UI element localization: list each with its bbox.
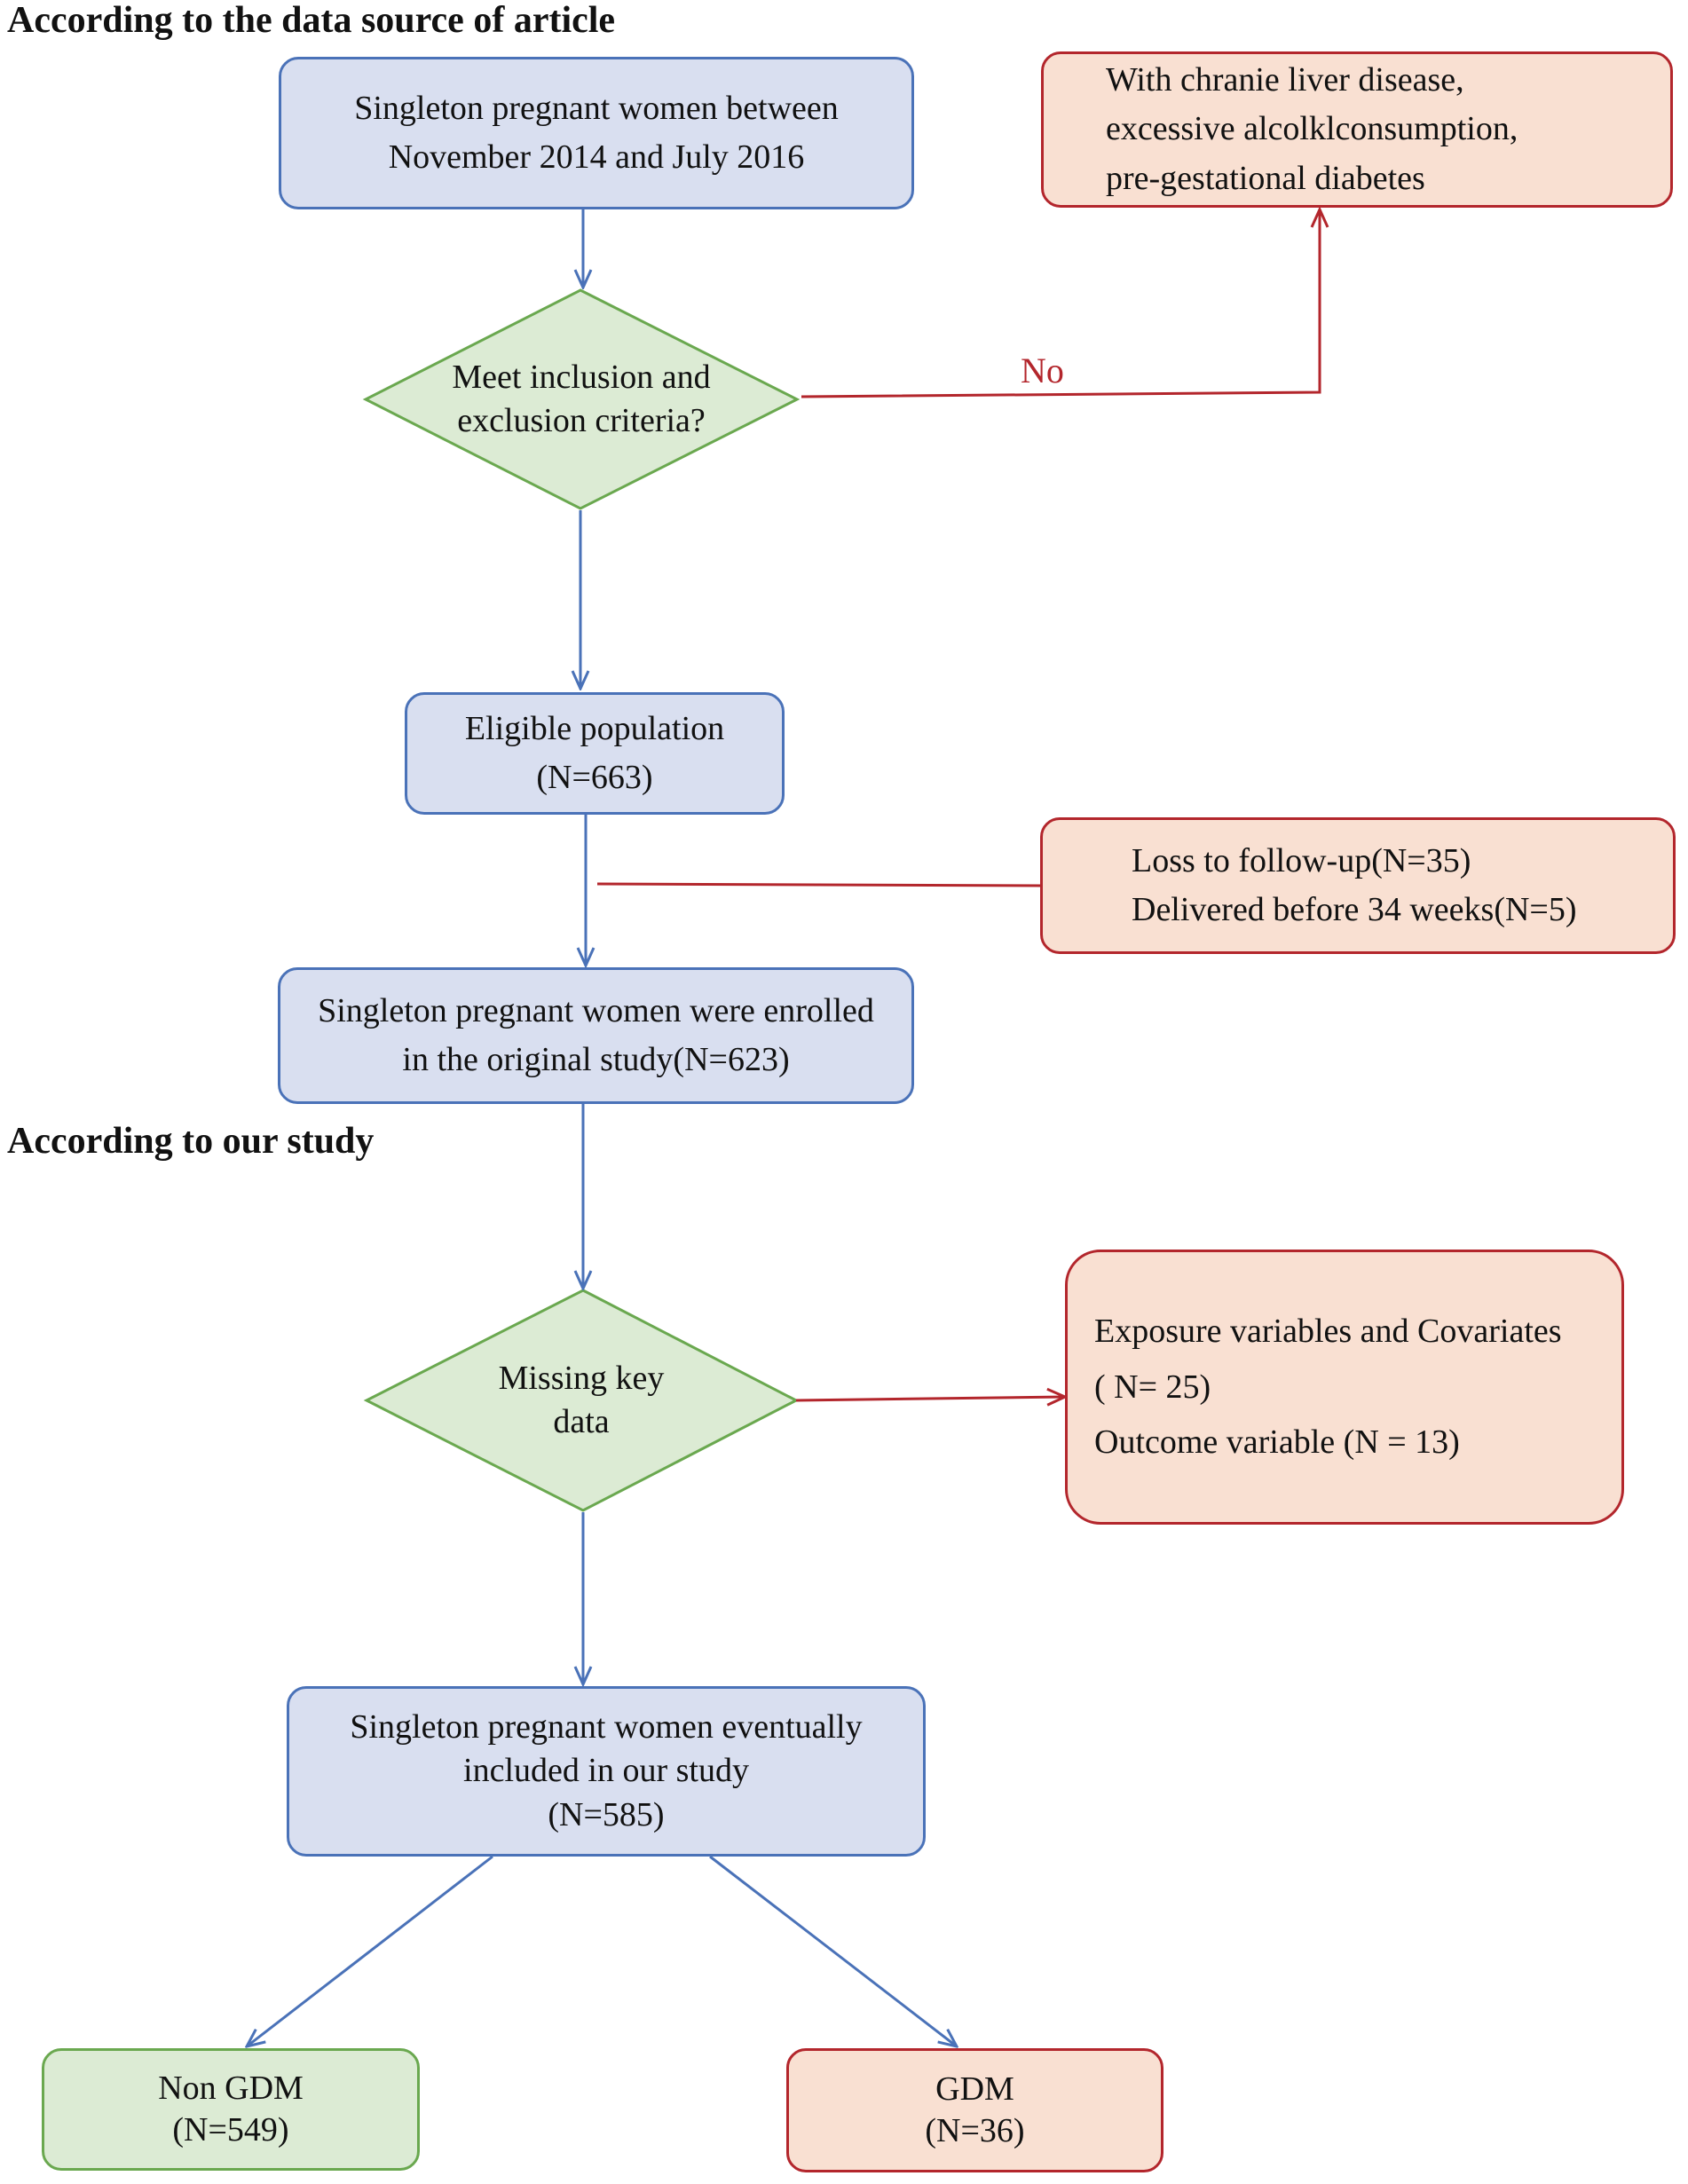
section-title-our-study: According to our study: [7, 1121, 375, 1162]
eligible-line-2: (N=663): [536, 759, 653, 796]
arrow-included-to-gdm: [709, 1855, 957, 2046]
start-line-1: Singleton pregnant women between: [354, 89, 839, 127]
included-line-3: (N=585): [548, 1795, 665, 1833]
non-gdm-box: Non GDM (N=549): [42, 2048, 420, 2171]
arrow-missing-to-details: [795, 1397, 1065, 1400]
non-gdm-line-2: (N=549): [172, 2111, 289, 2149]
loss-to-followup-box: Loss to follow-up(N=35) Delivered before…: [1040, 817, 1676, 954]
line-loss-to-followup: [596, 882, 1043, 887]
criteria-line-2: exclusion criteria?: [457, 402, 706, 439]
start-line-2: November 2014 and July 2016: [388, 138, 805, 176]
exclusion-line-2: excessive alcolklconsumption,: [1106, 110, 1518, 148]
missing-line-1: Missing key: [498, 1359, 665, 1397]
included-line-1: Singleton pregnant women eventually: [350, 1707, 863, 1746]
missing-details-box: Exposure variables and Covariates ( N= 2…: [1065, 1250, 1624, 1525]
missing-details-line-1: Exposure variables and Covariates: [1094, 1312, 1562, 1350]
missing-details-line-3: Outcome variable (N = 13): [1094, 1423, 1460, 1462]
gdm-line-1: GDM: [935, 2070, 1014, 2108]
section-title-source: According to the data source of article: [7, 0, 616, 41]
enrolled-women-box: Singleton pregnant women were enrolled i…: [278, 967, 914, 1104]
eligible-population-box: Eligible population (N=663): [405, 692, 785, 815]
included-women-box: Singleton pregnant women eventually incl…: [287, 1686, 926, 1857]
eligible-line-1: Eligible population: [464, 709, 725, 747]
missing-details-line-2: ( N= 25): [1094, 1368, 1211, 1406]
loss-line-2: Delivered before 34 weeks(N=5): [1132, 891, 1577, 928]
missing-data-question: Missing key data: [426, 1344, 737, 1456]
exclusion-criteria-box: With chranie liver disease, excessive al…: [1041, 51, 1673, 208]
enrolled-line-2: in the original study(N=623): [402, 1041, 790, 1078]
arrow-included-to-nongdm: [247, 1855, 493, 2046]
decision-diamond-missing: [363, 1289, 800, 1512]
enrolled-line-1: Singleton pregnant women were enrolled: [318, 991, 874, 1029]
missing-line-2: data: [553, 1403, 610, 1440]
exclusion-line-1: With chranie liver disease,: [1106, 61, 1464, 99]
loss-line-1: Loss to follow-up(N=35): [1132, 841, 1471, 879]
no-label: No: [1021, 351, 1064, 390]
criteria-question: Meet inclusion and exclusion criteria?: [417, 346, 745, 453]
exclusion-line-3: pre-gestational diabetes: [1106, 159, 1425, 197]
arrow-criteria-no-to-exclusion: [801, 209, 1320, 398]
gdm-box: GDM (N=36): [786, 2048, 1163, 2172]
decision-diamond-criteria: [362, 288, 801, 510]
included-line-2: included in our study: [463, 1752, 749, 1790]
non-gdm-line-1: Non GDM: [158, 2069, 304, 2107]
criteria-line-1: Meet inclusion and: [452, 358, 711, 396]
start-population-box: Singleton pregnant women between Novembe…: [279, 57, 914, 209]
gdm-line-2: (N=36): [925, 2112, 1025, 2149]
